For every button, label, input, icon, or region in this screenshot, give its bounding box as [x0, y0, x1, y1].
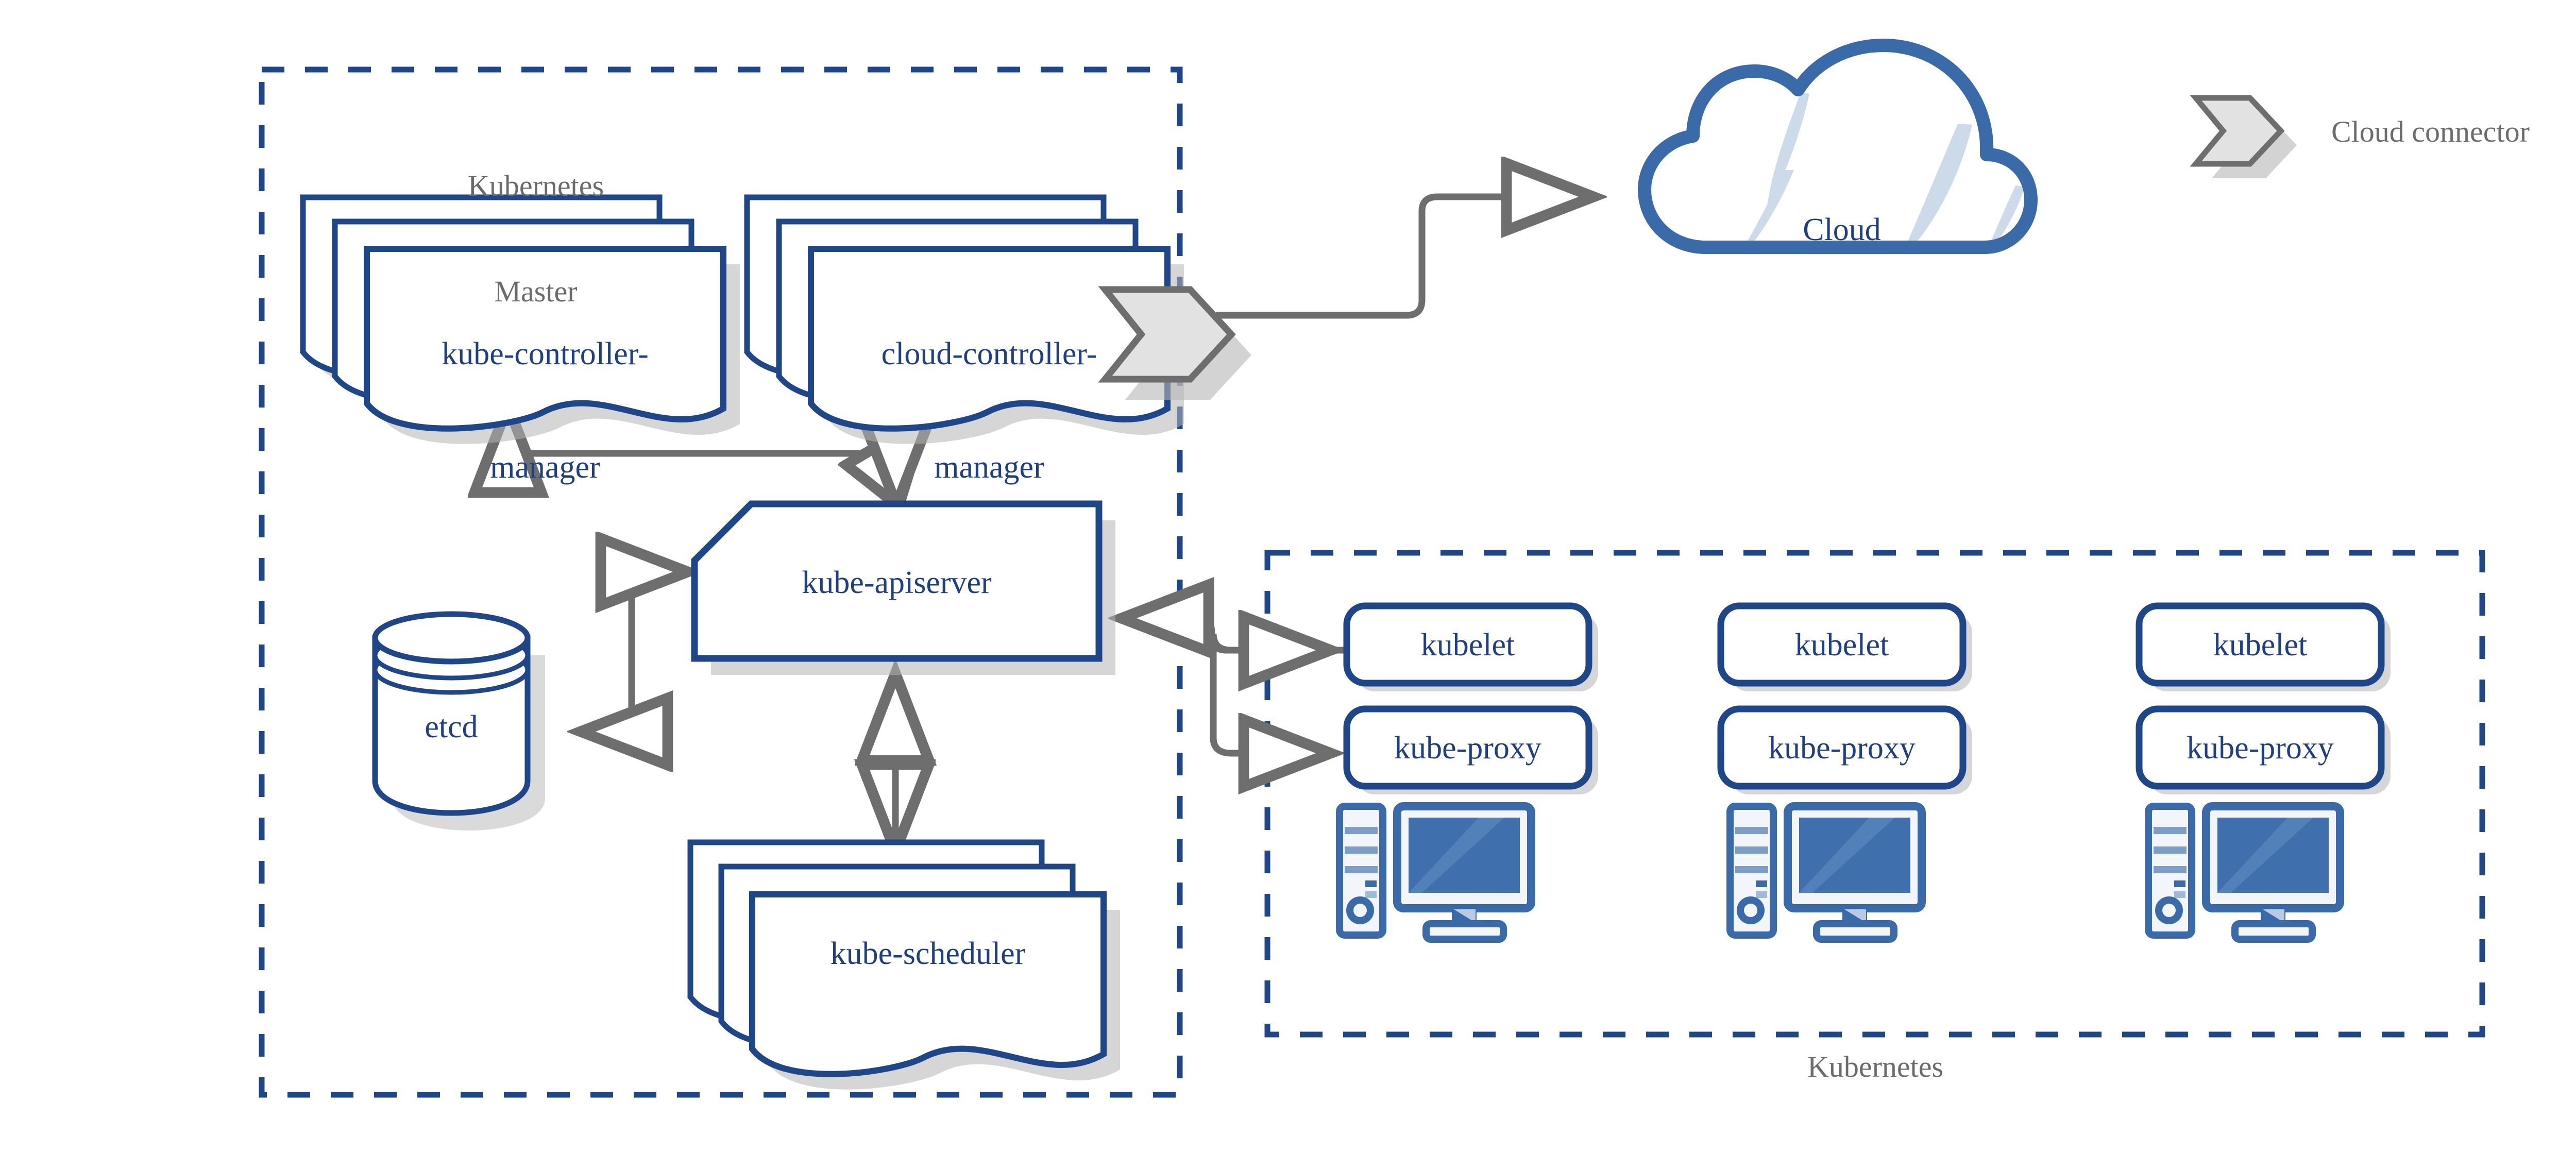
minion-1	[1336, 602, 1598, 943]
node-kube-apiserver[interactable]	[691, 500, 1115, 675]
node-cloud-controller-manager[interactable]	[744, 194, 1184, 444]
minion-3-kubelet-box[interactable]	[2136, 602, 2391, 691]
minion-3-computer-icon	[2145, 802, 2344, 943]
minion-2-kubelet-box[interactable]	[1717, 602, 1972, 691]
cloud-connector-chevron-ccm[interactable]	[1098, 286, 1251, 400]
connector-ccm-to-cloud	[1216, 197, 1587, 319]
connector-apiserver-to-kubeproxy	[1210, 634, 1324, 753]
node-kube-scheduler[interactable]	[687, 839, 1120, 1090]
node-kube-controller-manager[interactable]	[300, 194, 740, 444]
minion-2	[1717, 602, 1972, 943]
connector-lines	[508, 197, 1587, 845]
node-etcd[interactable]	[372, 611, 545, 830]
connector-etcd-to-apiserver	[608, 572, 681, 735]
group-kubernetes-minions	[1264, 550, 2485, 1038]
node-cloud[interactable]	[1638, 36, 2045, 258]
minion-3-kubeproxy-box[interactable]	[2136, 705, 2391, 794]
minion-3	[2136, 602, 2391, 943]
connector-minions-to-apiserver	[1128, 618, 1346, 650]
minion-2-kubeproxy-box[interactable]	[1717, 705, 1972, 794]
minion-1-kubelet-box[interactable]	[1343, 602, 1598, 691]
minion-1-kubeproxy-box[interactable]	[1343, 705, 1598, 794]
legend-cloud-connector-icon	[2190, 95, 2297, 178]
minion-1-computer-icon	[1336, 802, 1535, 943]
minion-2-computer-icon	[1726, 802, 1926, 943]
connector-apiserver-to-etcd	[587, 618, 632, 732]
